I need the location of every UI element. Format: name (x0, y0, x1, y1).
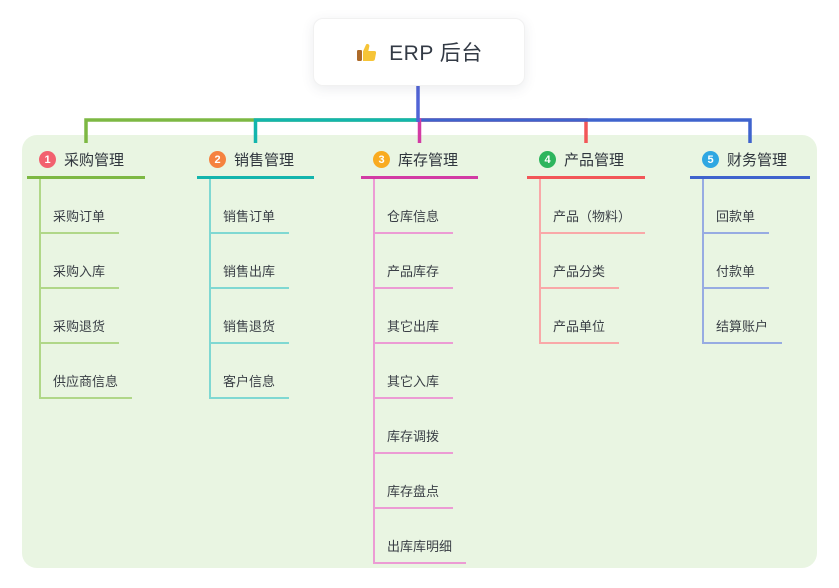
child-node[interactable]: 回款单 (702, 206, 770, 234)
branch-column: 2 销售管理 销售订单销售出库销售退货客户信息 (197, 143, 314, 399)
child-row: 销售出库 (197, 234, 314, 289)
child-node[interactable]: 结算账户 (702, 316, 783, 344)
child-node[interactable]: 销售退货 (209, 316, 290, 344)
branch-node[interactable]: 3 库存管理 (361, 143, 478, 179)
branch-label: 销售管理 (234, 152, 295, 169)
child-row: 产品库存 (361, 234, 478, 289)
child-row: 其它出库 (361, 289, 478, 344)
child-row: 出库库明细 (361, 509, 478, 564)
branch-children: 销售订单销售出库销售退货客户信息 (197, 179, 314, 399)
child-node[interactable]: 采购订单 (39, 206, 120, 234)
child-node[interactable]: 销售订单 (209, 206, 290, 234)
branch-column: 3 库存管理 仓库信息产品库存其它出库其它入库库存调拨库存盘点出库库明细 (361, 143, 478, 564)
child-node[interactable]: 客户信息 (209, 371, 290, 399)
child-node[interactable]: 产品单位 (539, 316, 620, 344)
root-node-label: ERP 后台 (389, 42, 483, 65)
child-row: 回款单 (690, 179, 810, 234)
branch-column: 4 产品管理 产品（物料） 产品分类产品单位 (527, 143, 646, 344)
child-row: 结算账户 (690, 289, 810, 344)
child-row: 采购入库 (27, 234, 145, 289)
branch-label: 财务管理 (727, 152, 788, 169)
branch-node[interactable]: 2 销售管理 (197, 143, 314, 179)
branch-label: 库存管理 (398, 152, 459, 169)
child-row: 其它入库 (361, 344, 478, 399)
thumbs-up-icon (357, 43, 377, 61)
branch-column: 5 财务管理 回款单付款单结算账户 (690, 143, 810, 344)
branch-children: 采购订单采购入库采购退货供应商信息 (27, 179, 145, 399)
child-node[interactable]: 产品库存 (373, 261, 454, 289)
branch-children: 产品（物料） 产品分类产品单位 (527, 179, 646, 344)
branch-index-badge: 3 (373, 151, 390, 168)
child-node[interactable]: 其它入库 (373, 371, 454, 399)
child-row: 采购订单 (27, 179, 145, 234)
child-row: 产品（物料） (527, 179, 646, 234)
branch-column: 1 采购管理 采购订单采购入库采购退货供应商信息 (27, 143, 145, 399)
child-row: 客户信息 (197, 344, 314, 399)
branch-child-connector (209, 179, 211, 399)
mindmap-panel (22, 135, 817, 568)
child-row: 采购退货 (27, 289, 145, 344)
child-node[interactable]: 产品（物料） (539, 206, 646, 234)
child-row: 产品单位 (527, 289, 645, 344)
branch-child-connector (702, 179, 704, 344)
branch-child-connector (39, 179, 41, 399)
child-row: 销售退货 (197, 289, 314, 344)
child-row: 仓库信息 (361, 179, 478, 234)
branch-node[interactable]: 1 采购管理 (27, 143, 145, 179)
child-row: 供应商信息 (27, 344, 145, 399)
child-node[interactable]: 销售出库 (209, 261, 290, 289)
branch-index-badge: 4 (539, 151, 556, 168)
branch-children: 仓库信息产品库存其它出库其它入库库存调拨库存盘点出库库明细 (361, 179, 478, 564)
branch-node[interactable]: 4 产品管理 (527, 143, 645, 179)
branch-index-badge: 2 (209, 151, 226, 168)
child-node[interactable]: 库存盘点 (373, 481, 454, 509)
child-node[interactable]: 采购退货 (39, 316, 120, 344)
child-node[interactable]: 付款单 (702, 261, 770, 289)
child-row: 付款单 (690, 234, 810, 289)
branch-index-badge: 1 (39, 151, 56, 168)
child-row: 产品分类 (527, 234, 645, 289)
child-row: 库存调拨 (361, 399, 478, 454)
child-node[interactable]: 出库库明细 (373, 536, 467, 564)
child-row: 销售订单 (197, 179, 314, 234)
child-node[interactable]: 其它出库 (373, 316, 454, 344)
branch-node[interactable]: 5 财务管理 (690, 143, 810, 179)
branch-child-connector (539, 179, 541, 344)
child-row: 库存盘点 (361, 454, 478, 509)
branch-label: 采购管理 (64, 152, 125, 169)
child-node[interactable]: 产品分类 (539, 261, 620, 289)
branch-label: 产品管理 (564, 152, 625, 169)
branch-index-badge: 5 (702, 151, 719, 168)
child-node[interactable]: 仓库信息 (373, 206, 454, 234)
child-node[interactable]: 库存调拨 (373, 426, 454, 454)
root-node[interactable]: ERP 后台 (313, 18, 525, 86)
child-node[interactable]: 采购入库 (39, 261, 120, 289)
branch-children: 回款单付款单结算账户 (690, 179, 810, 344)
branch-child-connector (373, 179, 375, 564)
child-node[interactable]: 供应商信息 (39, 371, 133, 399)
